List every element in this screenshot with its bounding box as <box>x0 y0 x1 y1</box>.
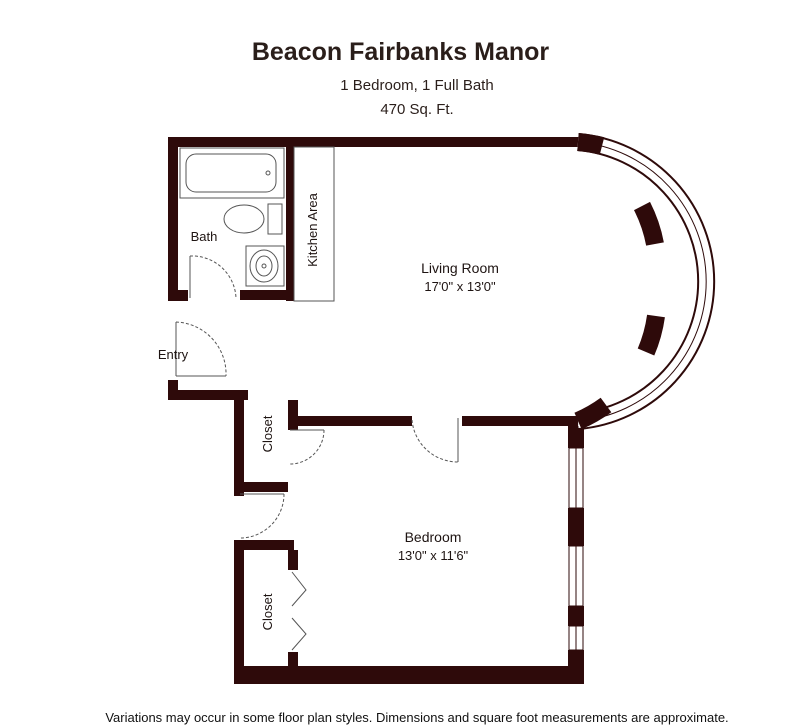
wall-bath-bottom <box>240 290 294 300</box>
plan-title: Beacon Fairbanks Manor <box>251 38 550 66</box>
wall-lower-closet-right-bottom <box>288 652 298 666</box>
wall-lower-closet-right-top <box>288 550 298 570</box>
disclaimer-text: Variations may occur in some floor plan … <box>105 710 729 725</box>
plan-area: 470 Sq. Ft. <box>380 101 454 118</box>
toilet-bowl <box>223 204 265 234</box>
wall-bedroom-left-upper <box>234 492 244 496</box>
wall-partition-right <box>462 416 578 426</box>
bay-window <box>574 133 716 430</box>
wall-bottom <box>234 666 584 684</box>
wall-top <box>168 137 585 147</box>
entry-label: Entry <box>158 347 189 362</box>
toilet-tank <box>267 203 283 235</box>
wall-living-bottom-left <box>168 390 248 400</box>
wall-closet-bottom <box>234 482 288 492</box>
lower-closet-label: Closet <box>260 593 275 630</box>
wall-closet-left <box>234 400 244 492</box>
kitchen-counter <box>293 146 335 302</box>
wall-right-mid1 <box>568 508 584 546</box>
doors <box>175 255 459 651</box>
wall-bath-stub <box>178 290 188 301</box>
wall-bedroom-left-lower <box>234 540 294 550</box>
kitchen-area-label: Kitchen Area <box>305 192 320 266</box>
wall-left-upper <box>168 137 178 301</box>
bedroom-windows <box>568 447 584 651</box>
wall-lower-closet-left <box>234 540 244 684</box>
walls <box>168 137 585 684</box>
wall-right-bottom <box>568 650 584 684</box>
wall-partition-left <box>298 416 412 426</box>
bedroom-dims: 13'0" x 11'6" <box>398 548 469 563</box>
upper-closet-label: Closet <box>260 415 275 452</box>
bath-fixtures <box>179 147 285 287</box>
living-room-label: Living Room <box>421 260 499 276</box>
wall-closet-right-top <box>288 400 298 430</box>
bedroom-label: Bedroom <box>405 529 462 545</box>
wall-right-mid2 <box>568 606 584 626</box>
wall-bath-right <box>286 147 294 301</box>
wall-right-top <box>568 426 584 448</box>
plan-subtitle: 1 Bedroom, 1 Full Bath <box>340 77 494 94</box>
bath-label: Bath <box>191 229 218 244</box>
living-room-dims: 17'0" x 13'0" <box>424 279 496 294</box>
